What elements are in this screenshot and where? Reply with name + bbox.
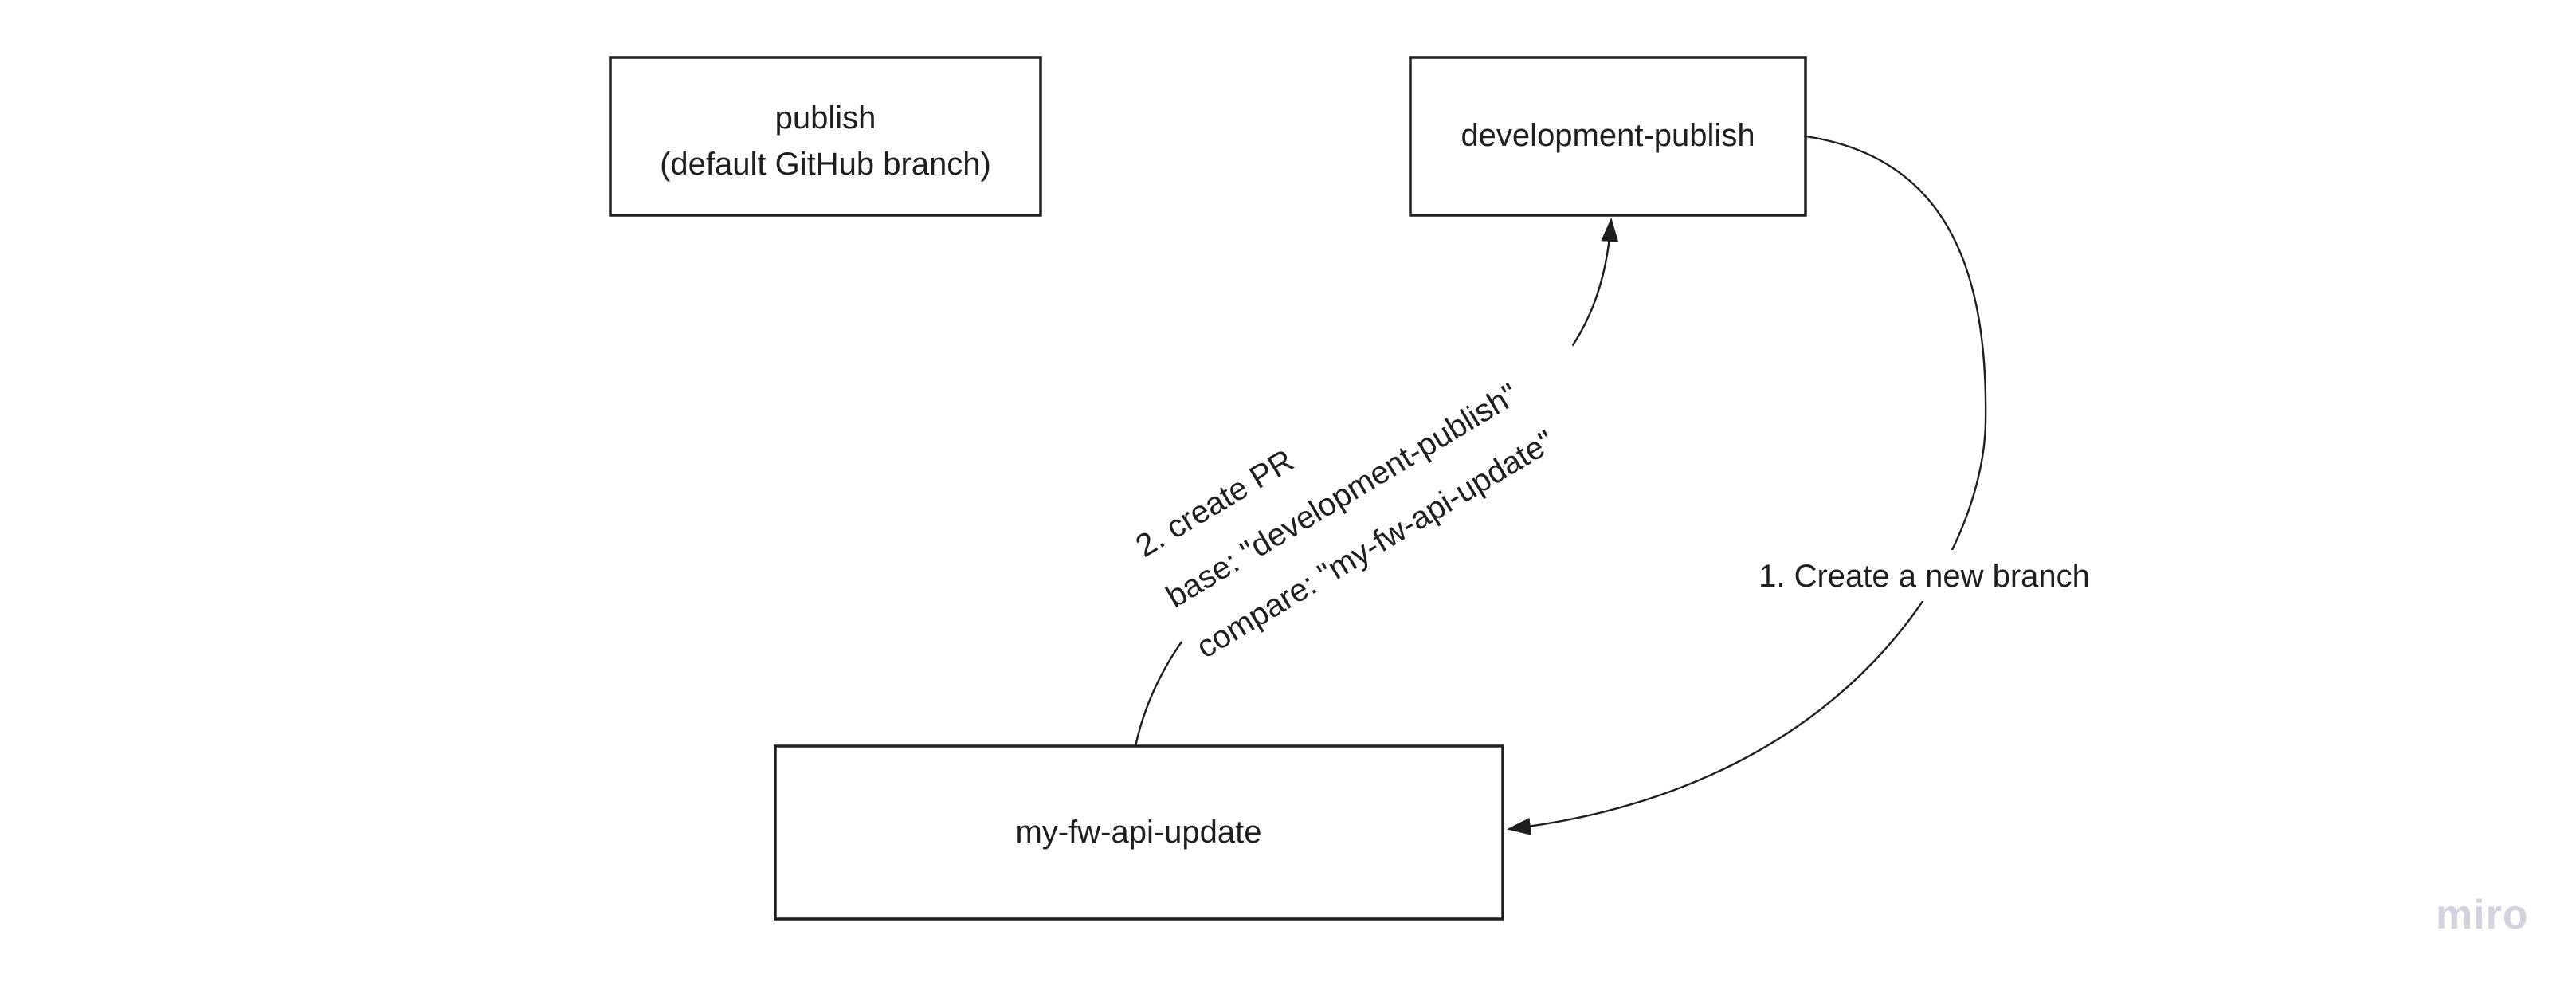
node-development-publish-label: development-publish	[1461, 118, 1755, 153]
create-branch-label: 1. Create a new branch	[1759, 559, 2090, 594]
create-branch-label-background	[1753, 550, 2097, 601]
node-development-publish-group: development-publish	[1409, 56, 1807, 217]
node-my-fw-api-update[interactable]	[774, 744, 1504, 921]
create-branch-label-group[interactable]: 1. Create a new branch	[1753, 550, 2097, 601]
connector-create-branch[interactable]	[1507, 135, 1987, 835]
node-publish-label-line1: publish	[775, 100, 876, 136]
node-my-fw-api-update-group: my-fw-api-update	[774, 744, 1504, 921]
node-my-fw-api-update-label: my-fw-api-update	[1015, 815, 1261, 850]
create-pr-label-group[interactable]: 2. create PR base: "development-publish"…	[1115, 279, 1621, 676]
node-publish[interactable]	[609, 56, 1042, 217]
node-development-publish[interactable]	[1409, 56, 1807, 217]
node-publish-group: publish (default GitHub branch)	[609, 56, 1042, 217]
node-publish-label-line2: (default GitHub branch)	[660, 147, 991, 182]
miro-watermark-logo: miro	[2436, 892, 2529, 938]
create-pr-label-background	[1115, 279, 1621, 676]
